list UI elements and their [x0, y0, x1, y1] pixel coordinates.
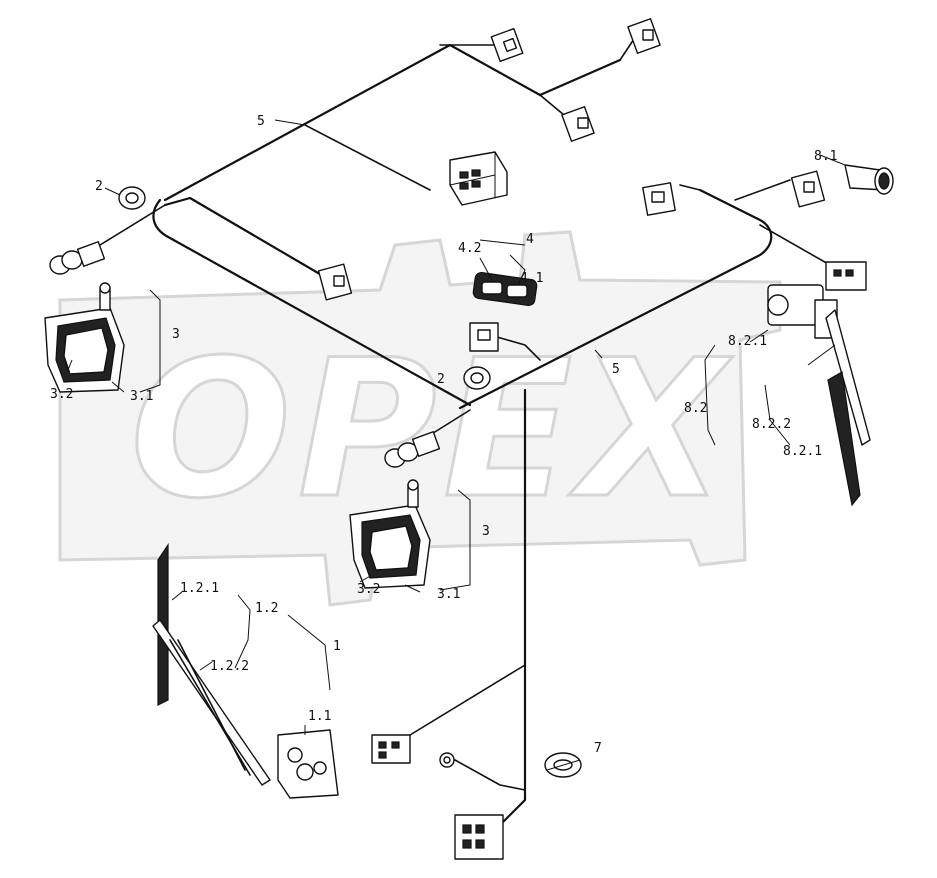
callout-6: 7	[594, 741, 602, 756]
round-plug-top-left	[49, 241, 106, 275]
callout-3-left: 3	[172, 327, 180, 342]
watermark-text: OPEX	[130, 319, 734, 540]
connector-top-1	[490, 27, 524, 63]
grommet-top	[118, 186, 146, 210]
grommets	[118, 186, 582, 778]
lighter-socket	[844, 164, 894, 195]
callout-3-2-right: 3.2	[357, 582, 380, 597]
connector-right-2	[790, 170, 826, 208]
watermark: OPEX	[58, 230, 782, 607]
connector-bottom-left	[371, 734, 411, 764]
callout-3-2-left: 3.2	[50, 387, 73, 402]
work-light-right	[349, 479, 431, 589]
callout-4-2: 4.2	[458, 241, 481, 256]
connector-mid-small	[469, 322, 499, 352]
wiper-assembly-right	[767, 284, 871, 507]
callout-3-1-left: 3.1	[130, 389, 153, 404]
callout-2-mid: 2	[437, 372, 445, 387]
callout-labels: 5 2 3 3.1 3.2 4.2 4 4.1 2 5 8.1 8.2.1 8.…	[50, 114, 837, 756]
callout-7: 8.1	[814, 149, 837, 164]
connector-left-mid	[317, 263, 353, 301]
callout-2-top: 2	[95, 179, 103, 194]
rocker-switch	[472, 271, 538, 307]
callout-3-1-right: 3.1	[437, 587, 460, 602]
connector-right-1	[642, 182, 676, 216]
callout-8-1: 8.2.1	[728, 334, 767, 349]
harness-wires	[99, 29, 831, 827]
callout-4-1: 4.1	[520, 271, 543, 286]
callout-8-2: 8.2.2	[752, 417, 791, 432]
callout-1: 1	[333, 639, 341, 654]
connector-top-2	[627, 18, 661, 54]
connectors	[317, 18, 867, 860]
callout-1-2-1: 1.2.1	[180, 581, 219, 596]
callout-8-2-1: 8.2.1	[783, 444, 822, 459]
callout-1-1: 1.1	[308, 709, 331, 724]
ring-terminal	[439, 752, 455, 768]
work-light-left	[44, 282, 125, 393]
connector-multi-pin-center	[449, 151, 508, 206]
callout-5-mid: 5	[612, 362, 620, 377]
connector-bottom-multi	[454, 814, 504, 860]
callout-5-top: 5	[257, 114, 265, 129]
round-plugs	[49, 241, 441, 468]
callout-3-right: 3	[482, 524, 490, 539]
watermark-gear-shape	[58, 230, 782, 607]
connector-top-3	[561, 106, 595, 142]
callout-8: 8.2	[684, 401, 707, 416]
callout-1-2: 1.2	[255, 601, 278, 616]
round-plug-mid	[384, 431, 441, 468]
callout-1-2-2: 1.2.2	[210, 659, 249, 674]
leader-lines	[67, 119, 846, 771]
callout-4: 4	[526, 232, 534, 247]
connector-right-multi	[825, 261, 867, 291]
grommet-mid	[463, 366, 491, 390]
wiper-assembly-left	[152, 543, 339, 799]
